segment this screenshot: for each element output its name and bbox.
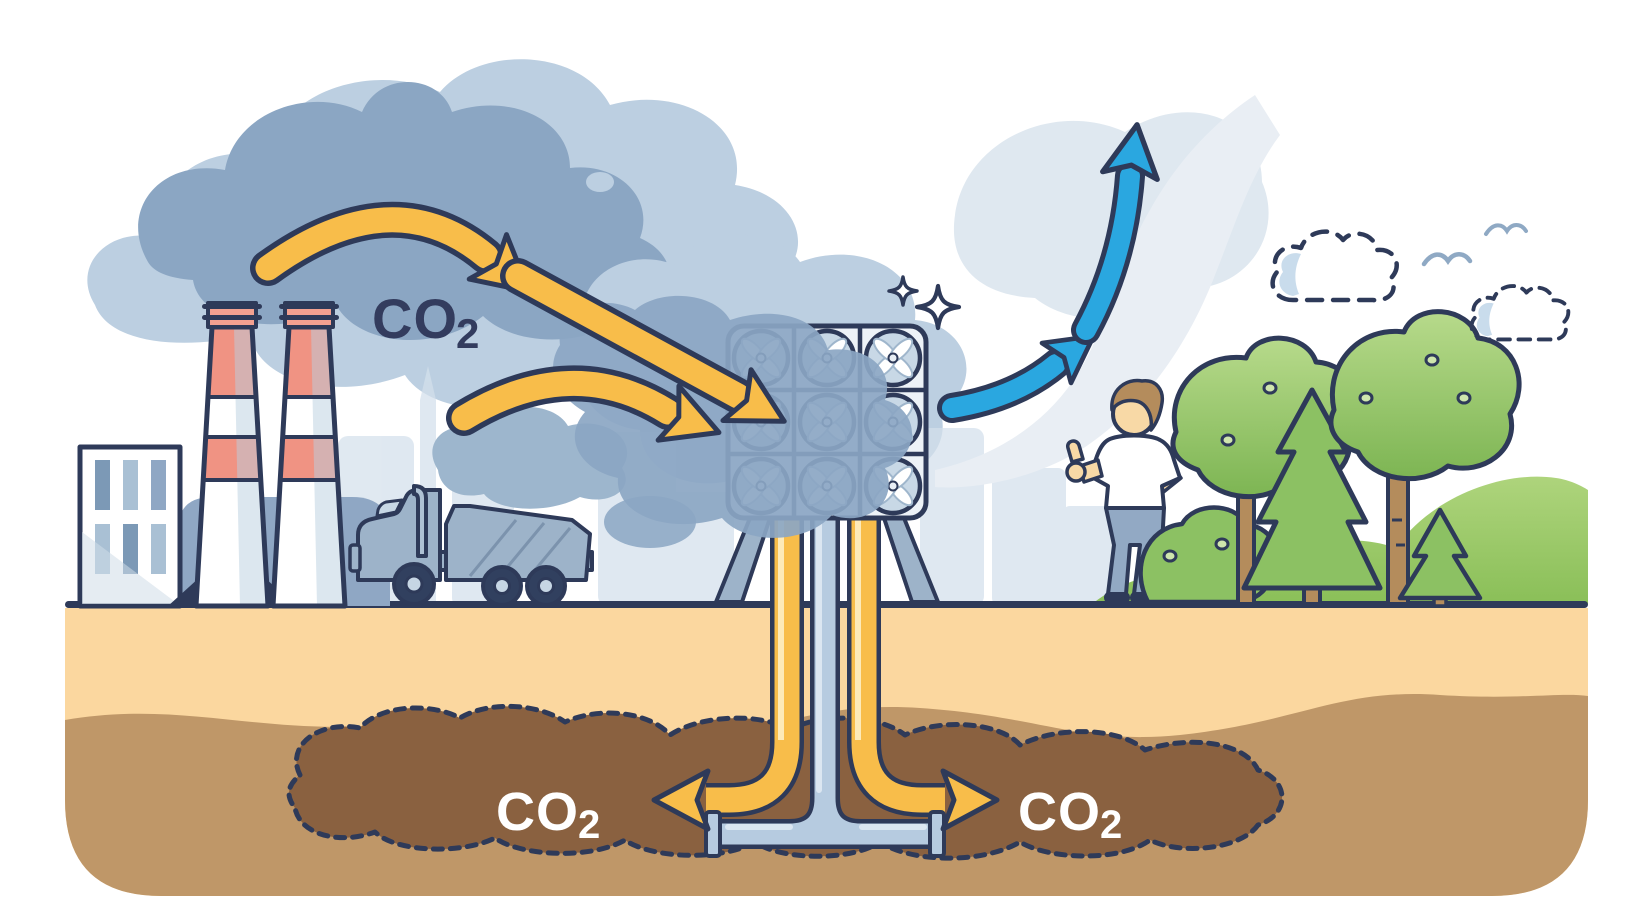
person-thumb-up bbox=[1066, 439, 1085, 464]
smokestack-right-icon bbox=[270, 301, 348, 609]
co2-air-main: CO bbox=[372, 287, 458, 350]
clean-air-trail bbox=[935, 95, 1280, 488]
dump-truck-icon bbox=[348, 406, 628, 607]
office-building-icon bbox=[77, 444, 183, 609]
forest-group bbox=[1138, 309, 1522, 608]
clean-air-arrow-2 bbox=[1071, 121, 1164, 345]
person-fist bbox=[1065, 461, 1087, 483]
injection-system: CO 2 CO 2 bbox=[496, 511, 1123, 858]
sky-details bbox=[1273, 223, 1571, 342]
truck-bumper bbox=[348, 543, 362, 573]
co2-flow-arrows bbox=[250, 201, 798, 460]
truck-exhaust-pipe bbox=[412, 484, 428, 558]
bird-icon bbox=[1421, 252, 1473, 267]
person-icon bbox=[1065, 378, 1183, 603]
co2-right-sub: 2 bbox=[1100, 803, 1123, 847]
co2-label-air: CO 2 bbox=[372, 287, 480, 357]
tree-deciduous-right-icon bbox=[1328, 309, 1522, 606]
smokestack-left-icon bbox=[193, 301, 271, 609]
pipe-flange-left bbox=[704, 810, 722, 858]
co2-arrow-low-arc bbox=[446, 365, 729, 459]
pipe-flange-right bbox=[928, 810, 946, 858]
person-shirt bbox=[1088, 433, 1182, 510]
clean-air-group bbox=[887, 95, 1280, 488]
co2-label-underground-left: CO 2 bbox=[496, 782, 601, 847]
truck-window bbox=[375, 498, 404, 518]
person-shoe-left bbox=[1104, 592, 1130, 603]
truck-wheels bbox=[392, 562, 567, 607]
smoke-dot bbox=[586, 172, 614, 192]
co2-air-sub: 2 bbox=[456, 310, 480, 357]
tree-canopy bbox=[1328, 309, 1522, 482]
factory-icon bbox=[77, 301, 390, 609]
co2-left-main: CO bbox=[496, 782, 579, 842]
person-hair bbox=[1110, 378, 1165, 432]
co2-arrow-arc bbox=[250, 201, 548, 314]
cloud-icon bbox=[1273, 232, 1397, 301]
bird-icon bbox=[1484, 223, 1528, 236]
pine-tree-right-icon bbox=[1397, 507, 1483, 608]
clean-air-arrow-1 bbox=[937, 316, 1108, 423]
cloud-icon bbox=[1469, 284, 1571, 342]
co2-arrow-diagonal bbox=[500, 258, 798, 447]
co2-right-main: CO bbox=[1018, 782, 1101, 842]
co2-left-sub: 2 bbox=[578, 803, 601, 847]
co2-channel-left bbox=[706, 518, 804, 817]
pine-tree-left-icon bbox=[1241, 387, 1383, 606]
injection-pipe bbox=[704, 511, 946, 858]
co2-label-underground-right: CO 2 bbox=[1018, 782, 1123, 847]
co2-channel-right bbox=[847, 518, 945, 817]
